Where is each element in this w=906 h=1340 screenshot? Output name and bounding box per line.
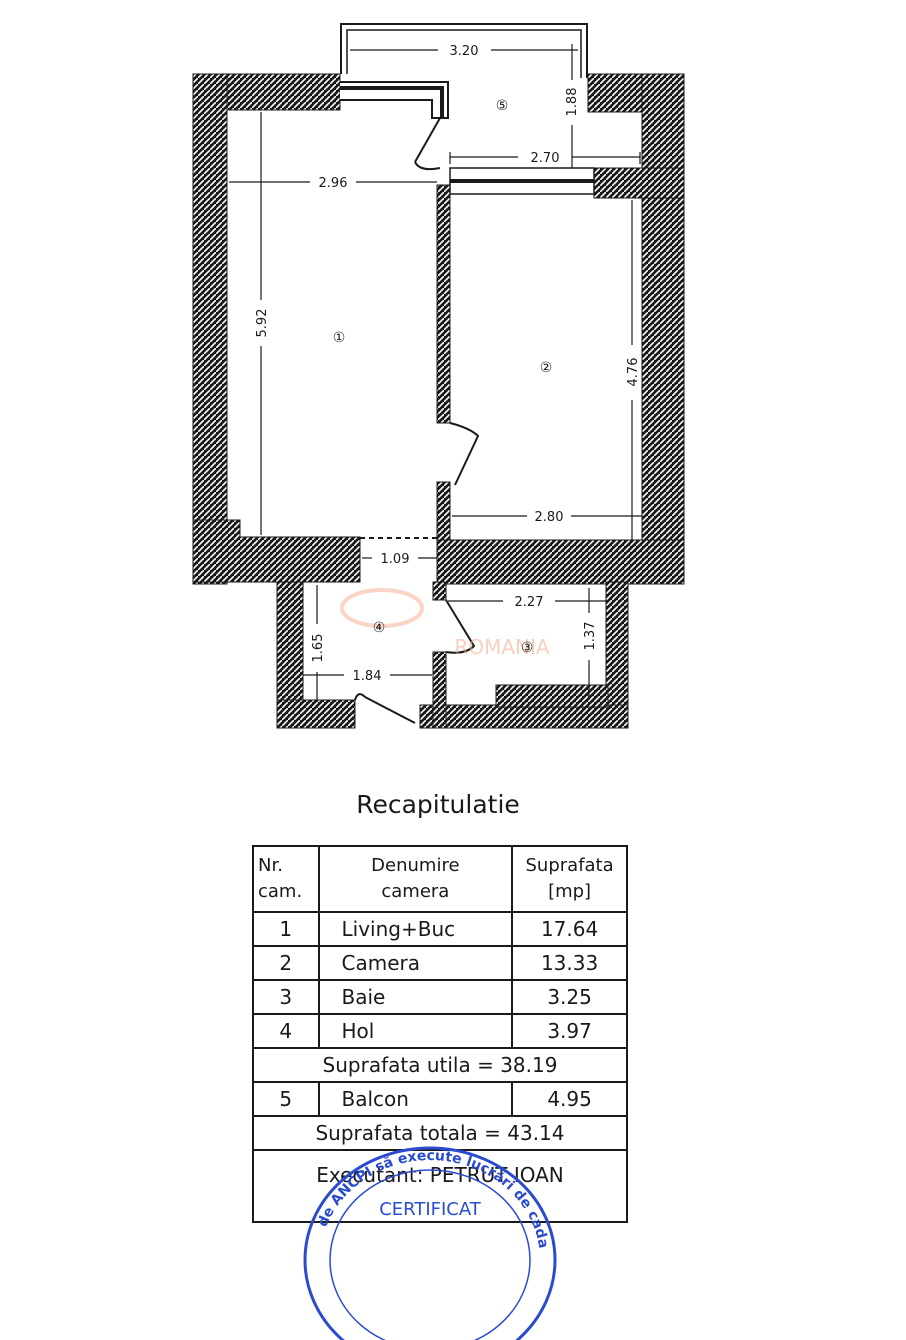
cell-nr: 2 xyxy=(252,945,320,981)
cell-name: Balcon xyxy=(317,1081,514,1117)
cell-area: 3.25 xyxy=(511,979,628,1015)
balcony-railing xyxy=(340,23,588,78)
room-4-label: ④ xyxy=(373,620,386,636)
cell-area: 3.97 xyxy=(511,1013,628,1049)
total-area-row: Suprafata totala = 43.14 xyxy=(252,1115,628,1151)
cell-name: Living+Buc xyxy=(317,911,514,947)
doors xyxy=(354,117,480,724)
executant-row: Executant: PETRUT IOAN xyxy=(252,1149,628,1223)
cell-name: Camera xyxy=(317,945,514,981)
header-area: Suprafata[mp] xyxy=(511,845,628,913)
table-row: 3 Baie 3.25 xyxy=(252,979,628,1015)
dim-room1-length: 5.92 xyxy=(255,309,270,338)
cell-name: Baie xyxy=(317,979,514,1015)
executant: Executant: PETRUT IOAN xyxy=(252,1149,628,1223)
dim-room2-length: 4.76 xyxy=(626,358,641,387)
table-row: 2 Camera 13.33 xyxy=(252,945,628,981)
dim-room1-width: 2.96 xyxy=(319,176,348,191)
cell-nr: 5 xyxy=(252,1081,320,1117)
cell-name: Hol xyxy=(317,1013,514,1049)
dim-balcony-width: 3.20 xyxy=(450,44,479,59)
room-3-label: ③ xyxy=(521,640,534,656)
total-area: Suprafata totala = 43.14 xyxy=(252,1115,628,1151)
cell-nr: 3 xyxy=(252,979,320,1015)
cell-area: 13.33 xyxy=(511,945,628,981)
table-row: 4 Hol 3.97 xyxy=(252,1013,628,1049)
windows xyxy=(340,81,595,195)
dim-balcony-depth: 1.88 xyxy=(565,88,580,117)
recap-title: Recapitulatie xyxy=(356,790,520,819)
dim-bath-length: 1.37 xyxy=(583,622,598,651)
cell-nr: 4 xyxy=(252,1013,320,1049)
header-nr: Nr.cam. xyxy=(252,845,320,913)
room-2-label: ② xyxy=(540,360,553,376)
watermark-logo-icon xyxy=(340,588,424,628)
useful-area-row: Suprafata utila = 38.19 xyxy=(252,1047,628,1083)
dim-bath-width: 2.27 xyxy=(515,595,544,610)
dimension-lines xyxy=(229,44,642,700)
room-5-label: ⑤ xyxy=(496,98,509,114)
cell-nr: 1 xyxy=(252,911,320,947)
room-1-label: ① xyxy=(333,330,346,346)
dim-balcony-inner: 2.70 xyxy=(531,151,560,166)
dim-hall-opening: 1.09 xyxy=(381,552,410,567)
dim-room2-width: 2.80 xyxy=(535,510,564,525)
floor-plan: 3.20 1.88 2.70 2.96 5.92 4.76 2.80 1.09 … xyxy=(192,23,685,729)
cell-area: 17.64 xyxy=(511,911,628,947)
table-row: 1 Living+Buc 17.64 xyxy=(252,911,628,947)
table-row: 5 Balcon 4.95 xyxy=(252,1081,628,1117)
watermark-text: ROMANIA xyxy=(454,635,549,659)
cell-area: 4.95 xyxy=(511,1081,628,1117)
dim-hall-length: 1.65 xyxy=(311,634,326,663)
dim-hall-width: 1.84 xyxy=(353,669,382,684)
useful-area: Suprafata utila = 38.19 xyxy=(252,1047,628,1083)
walls xyxy=(192,73,685,729)
